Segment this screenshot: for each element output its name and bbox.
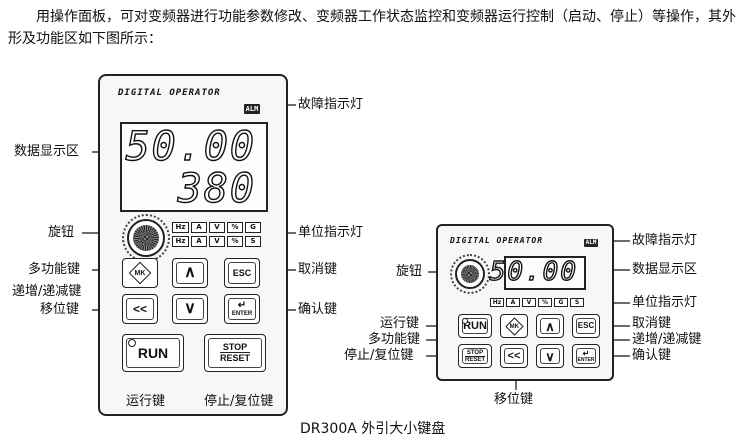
label-knob: 旋钮 bbox=[396, 264, 423, 279]
label-stop-reset-key: 停止/复位键 bbox=[204, 394, 274, 409]
label-shift-key: 移位键 bbox=[40, 302, 80, 317]
label-cancel-key: 取消键 bbox=[298, 262, 338, 277]
display-screen: 50.00 bbox=[489, 256, 586, 290]
intro-paragraph: 用操作面板，可对变频器进行功能参数修改、变频器工作状态监控和变频器运行控制（启动… bbox=[8, 9, 736, 47]
unit-led: V bbox=[209, 236, 225, 247]
stop-reset-button[interactable]: STOP RESET bbox=[458, 344, 492, 368]
figure-caption: DR300A 外引大小键盘 bbox=[300, 421, 446, 437]
knob-scale bbox=[450, 254, 490, 294]
enter-icon: ↵ bbox=[237, 300, 247, 311]
label-unit-leds: 单位指示灯 bbox=[298, 225, 364, 240]
enter-icon: ↵ bbox=[582, 348, 590, 358]
unit-led: A bbox=[191, 236, 207, 247]
shift-arrows-icon: << bbox=[504, 348, 524, 364]
label-display-area: 数据显示区 bbox=[632, 262, 698, 277]
display-top-value: 50.00 bbox=[125, 123, 256, 170]
up-arrow-icon: ∧ bbox=[540, 318, 560, 334]
shift-button[interactable]: << bbox=[500, 344, 528, 368]
unit-leds-row: Hz A V % G S bbox=[490, 298, 584, 307]
up-arrow-icon: ∧ bbox=[176, 262, 204, 284]
display-screen: 50.00 380 bbox=[120, 122, 268, 213]
unit-led: S bbox=[245, 236, 261, 247]
run-led bbox=[462, 318, 468, 324]
unit-led: % bbox=[227, 222, 243, 233]
mk-icon: MK bbox=[504, 316, 524, 336]
label-knob: 旋钮 bbox=[48, 225, 75, 240]
unit-led: Hz bbox=[172, 222, 189, 233]
unit-led: Hz bbox=[490, 298, 504, 307]
esc-button[interactable]: ESC bbox=[572, 314, 600, 338]
display-bottom-value: 380 bbox=[177, 165, 256, 212]
large-keypad: DIGITAL OPERATOR ALM 50.00 380 Hz A V % … bbox=[98, 74, 288, 416]
esc-button[interactable]: ESC bbox=[224, 258, 260, 288]
label-multi-key: 多功能键 bbox=[28, 262, 81, 277]
mk-icon: MK bbox=[128, 261, 152, 285]
down-arrow-icon: ∨ bbox=[176, 298, 204, 320]
unit-led: A bbox=[506, 298, 520, 307]
label-multi-key: 多功能键 bbox=[368, 332, 421, 347]
mk-button[interactable]: MK bbox=[500, 314, 528, 338]
shift-arrows-icon: << bbox=[126, 298, 154, 320]
up-button[interactable]: ∧ bbox=[536, 314, 564, 338]
small-keypad: DIGITAL OPERATOR ALM 50.00 Hz A V % G S … bbox=[436, 224, 614, 381]
label-confirm-key: 确认键 bbox=[632, 348, 672, 363]
unit-led: S bbox=[570, 298, 584, 307]
label-alarm-led: 故障指示灯 bbox=[298, 97, 364, 112]
down-button[interactable]: ∨ bbox=[536, 344, 564, 368]
up-button[interactable]: ∧ bbox=[172, 258, 208, 288]
shift-button[interactable]: << bbox=[122, 294, 158, 324]
label-confirm-key: 确认键 bbox=[298, 302, 338, 317]
unit-leds-row-2: Hz A V % S bbox=[172, 236, 261, 247]
label-stop-reset-key: 停止/复位键 bbox=[344, 348, 414, 363]
unit-led: G bbox=[554, 298, 568, 307]
run-led bbox=[128, 339, 136, 347]
knob[interactable] bbox=[455, 259, 485, 289]
label-run-key: 运行键 bbox=[380, 316, 420, 331]
unit-led: V bbox=[209, 222, 225, 233]
label-display-area: 数据显示区 bbox=[14, 144, 80, 159]
unit-led: V bbox=[522, 298, 536, 307]
label-inc-dec-key: 递增/递减键 bbox=[12, 284, 82, 299]
label-run-key: 运行键 bbox=[126, 394, 166, 409]
mk-button[interactable]: MK bbox=[122, 258, 158, 288]
label-shift-key: 移位键 bbox=[494, 392, 534, 407]
label-alarm-led: 故障指示灯 bbox=[632, 233, 698, 248]
unit-led: Hz bbox=[172, 236, 189, 247]
down-arrow-icon: ∨ bbox=[540, 348, 560, 364]
unit-led: % bbox=[538, 298, 552, 307]
down-button[interactable]: ∨ bbox=[172, 294, 208, 324]
alm-badge: ALM bbox=[244, 104, 260, 114]
brand-label: DIGITAL OPERATOR bbox=[450, 236, 544, 245]
display-value: 50.00 bbox=[489, 256, 578, 287]
unit-led: A bbox=[191, 222, 207, 233]
unit-led: G bbox=[245, 222, 261, 233]
label-unit-leds: 单位指示灯 bbox=[632, 295, 698, 310]
enter-button[interactable]: ↵ENTER bbox=[224, 294, 260, 324]
brand-label: DIGITAL OPERATOR bbox=[118, 88, 221, 98]
unit-leds-row-1: Hz A V % G bbox=[172, 222, 261, 233]
stop-reset-button[interactable]: STOP RESET bbox=[204, 334, 266, 372]
alm-badge: ALM bbox=[584, 239, 598, 247]
unit-led: % bbox=[227, 236, 243, 247]
label-cancel-key: 取消键 bbox=[632, 316, 672, 331]
knob[interactable] bbox=[127, 219, 165, 257]
enter-button[interactable]: ↵ENTER bbox=[572, 344, 600, 368]
label-inc-dec-key: 递增/递减键 bbox=[632, 332, 702, 347]
